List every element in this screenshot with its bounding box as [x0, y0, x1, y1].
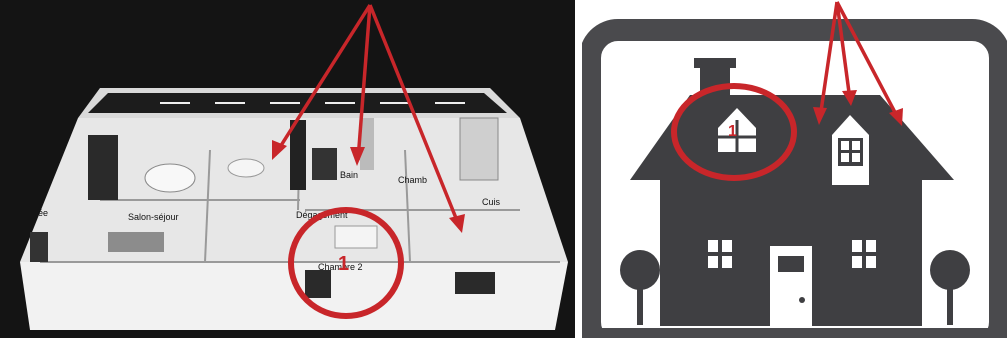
model-illustration: Salon-séjour Chambre 2 Chamb Dégagement …: [0, 0, 575, 338]
frame-bottom: [582, 328, 1007, 338]
room-label-cuisine: Cuis: [482, 197, 501, 207]
room-label-edge: ée: [38, 208, 48, 218]
tree-right: [930, 250, 970, 325]
house-model-photo: Salon-séjour Chambre 2 Chamb Dégagement …: [0, 0, 575, 338]
bed-dark: [455, 272, 495, 294]
house-pictogram: 1: [582, 0, 1007, 338]
room-label-salon: Salon-séjour: [128, 212, 179, 222]
desk-dark: [305, 270, 331, 298]
marker-number: 1: [338, 253, 349, 275]
chimney-cap: [694, 58, 736, 68]
room-label-bain: Bain: [340, 170, 358, 180]
round-table: [228, 159, 264, 177]
bed-light: [335, 226, 377, 248]
door-knob: [799, 297, 805, 303]
dining-table: [145, 164, 195, 192]
sofa: [108, 232, 164, 252]
marker-number-right: 1: [728, 123, 737, 140]
side-cabinet: [30, 232, 48, 262]
chair-dark: [312, 148, 337, 180]
fridge: [460, 118, 498, 180]
door-window: [778, 256, 804, 272]
shelf-unit: [88, 135, 118, 200]
house-pictogram-panel: 1: [582, 0, 1007, 338]
room-label-chambre: Chamb: [398, 175, 427, 185]
tree-left: [620, 250, 660, 325]
